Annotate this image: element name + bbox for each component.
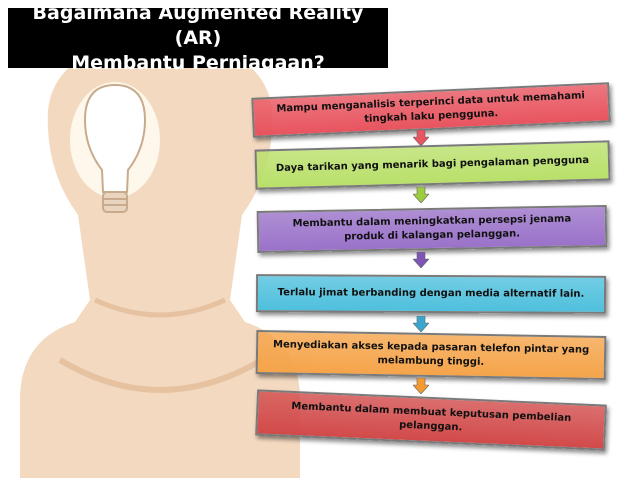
down-arrow-3-shape: [413, 252, 429, 268]
down-arrow-4: [413, 316, 429, 332]
down-arrow-3: [413, 252, 429, 268]
step-box-4: Terlalu jimat berbanding dengan media al…: [255, 274, 607, 314]
collar-line: [58, 357, 264, 393]
title-line-1: Bagaimana Augmented Reality (AR): [32, 1, 364, 49]
down-arrow-1: [413, 130, 429, 146]
down-arrow-1-shape: [413, 130, 429, 146]
title-box: Bagaimana Augmented Reality (AR) Membant…: [8, 2, 388, 74]
down-arrow-2-shape: [413, 187, 429, 203]
step-box-5: Menyediakan akses kepada pasaran telefon…: [255, 329, 607, 381]
down-arrow-2: [413, 187, 429, 203]
down-arrow-5: [413, 378, 429, 394]
down-arrow-4-shape: [413, 316, 429, 332]
down-arrow-5-shape: [413, 378, 429, 394]
title-line-2: Membantu Perniagaan?: [71, 51, 325, 74]
bulb-base: [102, 191, 128, 213]
step-box-3: Membantu dalam meningkatkan persepsi jen…: [256, 204, 608, 254]
neck-line: [93, 297, 227, 318]
